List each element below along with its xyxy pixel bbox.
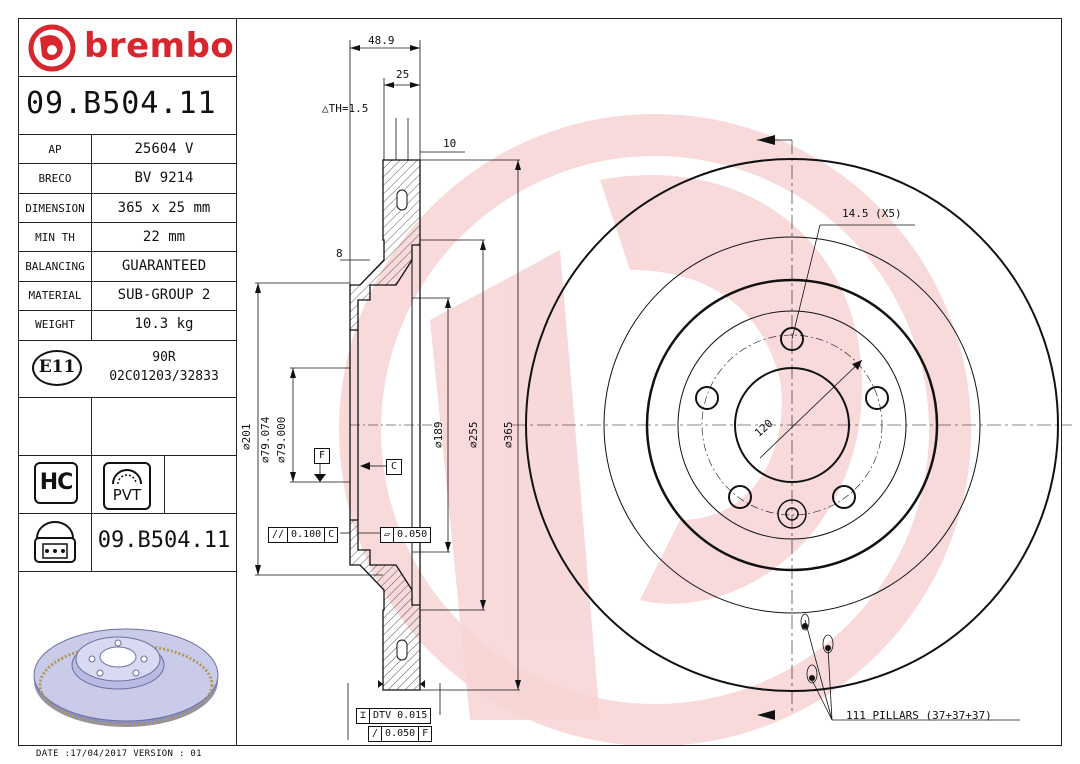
spec-panel: [18, 18, 236, 746]
datum-c: C: [386, 459, 402, 475]
drawing-frame: [236, 18, 1062, 746]
spec-label-balancing: BALANCING: [25, 260, 85, 273]
flatness-tolerance: ▱0.050: [380, 527, 432, 543]
spec-label-weight: WEIGHT: [35, 318, 75, 331]
part-number: 09.B504.11: [26, 86, 217, 121]
spec-label-breco: BRECO: [38, 172, 72, 185]
brand-name: brembo: [84, 26, 235, 66]
spec-label-dimension: DIMENSION: [25, 202, 85, 215]
spec-value-min-th: 22 mm: [142, 229, 186, 245]
dim-thickness: 25: [396, 68, 410, 81]
spec-value-ap: 25604 V: [134, 141, 194, 157]
ece-e11-mark: E11: [32, 350, 82, 386]
dim-th-note: △TH=1.5: [322, 102, 369, 115]
dim-vane: 10: [443, 137, 457, 150]
spec-label-ap: AP: [48, 143, 62, 156]
pvt-label: PVT: [112, 486, 142, 504]
date-version-footer: DATE :17/04/2017 VERSION : 01: [36, 749, 202, 759]
dim-overall-width: 48.9: [368, 34, 395, 47]
spec-value-balancing: GUARANTEED: [121, 258, 207, 274]
dtv-tolerance: ⌶DTV 0.015: [356, 708, 432, 724]
part-number-secondary: 09.B504.11: [97, 528, 231, 553]
spec-value-dimension: 365 x 25 mm: [117, 200, 211, 216]
spec-label-min-th: MIN TH: [35, 231, 75, 244]
dim-hat-wall: 8: [336, 247, 343, 260]
approval-number: 02C01203/32833: [109, 369, 219, 384]
brembo-logo-icon: [28, 24, 76, 72]
brand-logo: brembo: [20, 22, 234, 74]
spec-value-weight: 10.3 kg: [134, 316, 194, 332]
pvt-disc-icon: [112, 469, 142, 485]
spec-value-material: SUB-GROUP 2: [117, 287, 211, 303]
pvt-badge: PVT: [103, 462, 151, 510]
datum-f: F: [314, 448, 330, 464]
dim-pillars: 111 PILLARS (37+37+37): [846, 709, 992, 722]
spec-label-material: MATERIAL: [28, 289, 82, 302]
hc-badge: HC: [34, 462, 78, 504]
dim-bolt-holes: 14.5 (X5): [842, 207, 902, 220]
spec-value-breco: BV 9214: [134, 170, 194, 186]
regulation-number: 90R: [152, 350, 176, 365]
